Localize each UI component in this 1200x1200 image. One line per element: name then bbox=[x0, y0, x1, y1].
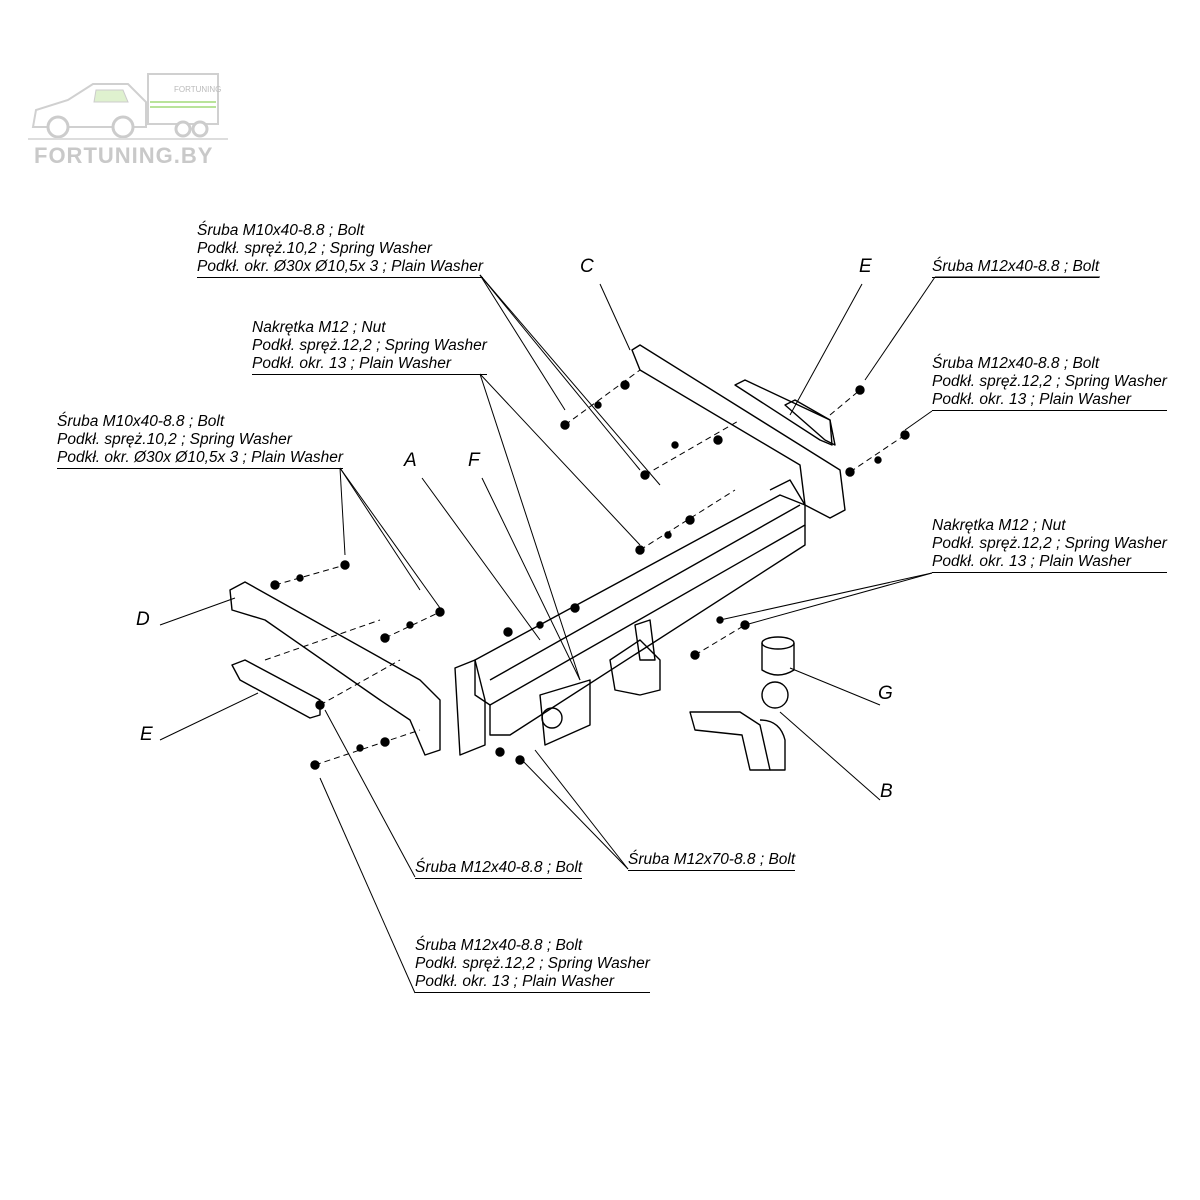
logo-trailer-text: FORTUNING bbox=[174, 85, 221, 94]
callout-right-nut: Nakrętka M12 ; Nut Podkł. spręż.12,2 ; S… bbox=[932, 517, 1167, 573]
callout-line: Śruba M10x40-8.8 ; Bolt bbox=[197, 222, 365, 239]
callout-bottom-bolt-set: Śruba M12x40-8.8 ; Bolt Podkł. spręż.12,… bbox=[415, 937, 650, 993]
callout-line: Podkł. okr. 13 ; Plain Washer bbox=[932, 391, 1167, 411]
part-letter-c: C bbox=[580, 256, 594, 277]
callout-left-bolt: Śruba M10x40-8.8 ; Bolt Podkł. spręż.10,… bbox=[57, 413, 344, 469]
part-letter-a: A bbox=[404, 450, 417, 471]
logo-text: FORTUNING.BY bbox=[34, 143, 214, 168]
plate-f bbox=[539, 679, 591, 746]
part-letter-b: B bbox=[880, 781, 893, 802]
callout-line: Podkł. okr. 13 ; Plain Washer bbox=[415, 973, 650, 993]
callout-line: Śruba M12x40-8.8 ; Bolt bbox=[932, 355, 1100, 372]
part-letter-g: G bbox=[878, 683, 893, 704]
part-letter-f: F bbox=[468, 450, 480, 471]
callout-top-right-bolt: Śruba M12x40-8.8 ; Bolt bbox=[932, 258, 1100, 278]
callout-bottom-bolt-m12x70: Śruba M12x70-8.8 ; Bolt bbox=[628, 851, 796, 871]
part-letter-e-left: E bbox=[140, 724, 153, 745]
assembly-lines bbox=[264, 369, 906, 766]
fortuning-logo: FORTUNING bbox=[28, 73, 228, 140]
callout-line: Podkł. spręż.10,2 ; Spring Washer bbox=[57, 431, 292, 448]
callout-line: Podkł. spręż.12,2 ; Spring Washer bbox=[252, 337, 487, 354]
part-letter-d: D bbox=[136, 609, 150, 630]
callout-line: Śruba M12x70-8.8 ; Bolt bbox=[628, 851, 796, 871]
tow-ball-b bbox=[689, 681, 789, 771]
ball-cover-g bbox=[761, 636, 795, 676]
callout-line: Śruba M12x40-8.8 ; Bolt bbox=[415, 859, 583, 879]
callout-right-bolt: Śruba M12x40-8.8 ; Bolt Podkł. spręż.12,… bbox=[932, 355, 1167, 411]
leader-lines bbox=[159, 274, 1100, 994]
callout-bottom-bolt-m12x40: Śruba M12x40-8.8 ; Bolt bbox=[415, 859, 583, 879]
bracket-e-left bbox=[231, 659, 321, 719]
callout-line: Nakrętka M12 ; Nut bbox=[932, 517, 1066, 534]
callout-line: Nakrętka M12 ; Nut bbox=[252, 319, 386, 336]
callout-line: Śruba M12x40-8.8 ; Bolt bbox=[415, 937, 583, 954]
callout-line: Podkł. spręż.12,2 ; Spring Washer bbox=[932, 373, 1167, 390]
callout-center-nut: Nakrętka M12 ; Nut Podkł. spręż.12,2 ; S… bbox=[252, 319, 487, 375]
callout-line: Podkł. okr. Ø30x Ø10,5x 3 ; Plain Washer bbox=[57, 449, 344, 469]
part-letter-e-top: E bbox=[859, 256, 872, 277]
callout-line: Podkł. okr. Ø30x Ø10,5x 3 ; Plain Washer bbox=[197, 258, 484, 278]
callout-line: Podkł. spręż.10,2 ; Spring Washer bbox=[197, 240, 432, 257]
callout-line: Podkł. spręż.12,2 ; Spring Washer bbox=[415, 955, 650, 972]
callout-line: Podkł. spręż.12,2 ; Spring Washer bbox=[932, 535, 1167, 552]
callout-line: Śruba M10x40-8.8 ; Bolt bbox=[57, 413, 225, 430]
callout-line: Śruba M12x40-8.8 ; Bolt bbox=[932, 258, 1100, 278]
bracket-e-right bbox=[784, 399, 836, 446]
ball-holder bbox=[609, 639, 661, 696]
callout-line: Podkł. okr. 13 ; Plain Washer bbox=[252, 355, 487, 375]
callout-top-left-bolt: Śruba M10x40-8.8 ; Bolt Podkł. spręż.10,… bbox=[197, 222, 484, 278]
bracket-c bbox=[631, 344, 846, 519]
callout-line: Podkł. okr. 13 ; Plain Washer bbox=[932, 553, 1167, 573]
crossbar-a bbox=[454, 479, 806, 756]
bracket-d bbox=[229, 581, 441, 756]
